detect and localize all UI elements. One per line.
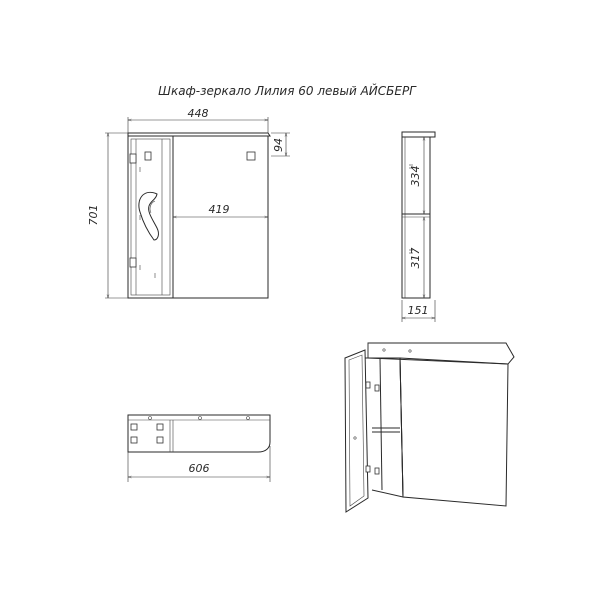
isometric-view [344,342,515,513]
dim-94-label: 94 [272,138,285,152]
dim-419-label: 419 [209,203,230,216]
drawing-title: Шкаф-зеркало Лилия 60 левый АЙСБЕРГ [158,83,417,98]
side-view: 334 317 151 [401,131,436,322]
dim-701-label: 701 [87,205,100,226]
top-view: 606 [127,414,271,482]
dim-334-label: 334 [409,166,422,187]
dim-448-label: 448 [188,107,209,120]
front-view: 448 701 94 419 [87,107,290,299]
dim-151-label: 151 [408,304,429,317]
open-door [344,349,369,513]
dim-606-label: 606 [189,462,210,475]
dim-317-label: 317 [409,248,422,269]
door-handle [138,192,159,241]
